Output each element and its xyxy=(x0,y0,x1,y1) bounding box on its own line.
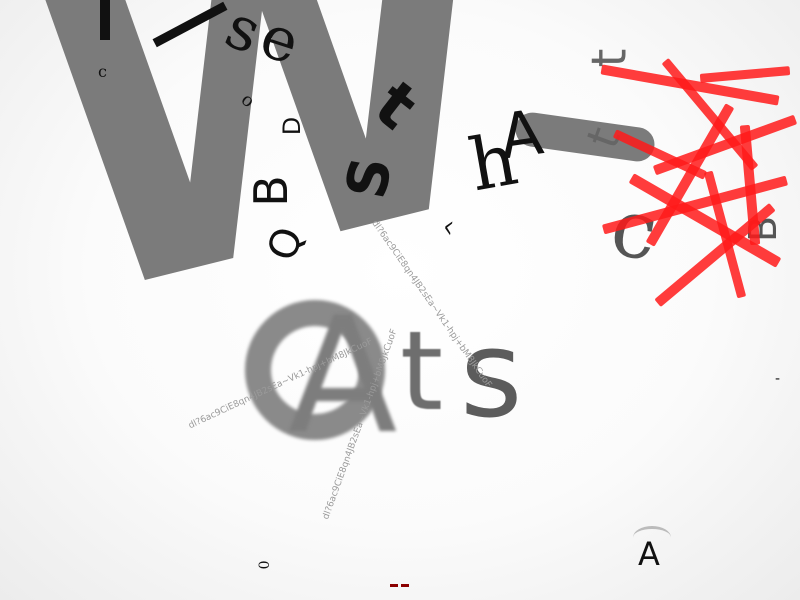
corner-glyph-a: A xyxy=(638,535,660,573)
glyph-caret: ^ xyxy=(440,217,469,241)
glyph-c-small: c xyxy=(98,62,107,81)
glyph-b-rotated: B xyxy=(243,175,298,207)
arc-mark xyxy=(633,526,671,549)
glyph-d-rotated: D xyxy=(278,116,307,136)
dark-red-dash xyxy=(390,584,398,587)
cluster-letter-t: t xyxy=(400,307,444,435)
cluster-letter-s: s xyxy=(460,306,523,445)
right-cluster-gray-2: t xyxy=(581,48,638,68)
cluster-letter-a: A xyxy=(288,282,398,469)
glyph-zero: 0 xyxy=(254,560,271,570)
red-stroke xyxy=(699,66,791,83)
glyph-a-tilted: A xyxy=(495,95,548,174)
black-bar-2 xyxy=(100,0,110,40)
dark-red-dash xyxy=(401,584,409,587)
glyph-dash: - xyxy=(775,371,781,387)
